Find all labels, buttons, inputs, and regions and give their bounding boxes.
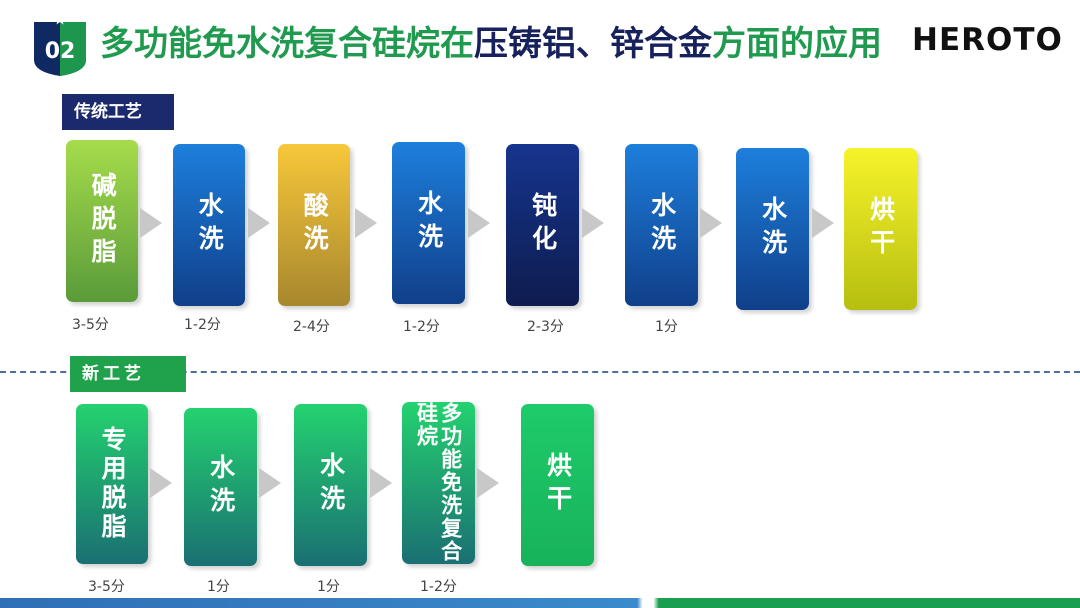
badge-number: 02 [45, 39, 76, 64]
footer-bar [0, 598, 1080, 608]
trad-step-drying: 烘干 [844, 148, 917, 310]
title-part-2: 压铸铝、锌合金 [474, 24, 712, 64]
chevron-right-arrow-icon [812, 208, 834, 238]
step-label: 水洗 [758, 196, 788, 262]
section-badge-icon: 02 [34, 16, 86, 76]
chevron-right-arrow-icon [248, 208, 270, 238]
chevron-right-arrow-icon [259, 468, 281, 498]
chevron-right-arrow-icon [700, 208, 722, 238]
trad-step-rinse-4: 水洗 [736, 148, 809, 310]
trad-step-passivation: 钝化 [506, 144, 579, 306]
step-label: 烘干 [543, 452, 573, 518]
chevron-right-arrow-icon [150, 468, 172, 498]
step-label: 水洗 [195, 192, 225, 258]
step-time: 1分 [655, 319, 678, 335]
chevron-right-arrow-icon [582, 208, 604, 238]
step-label: 水洗 [647, 192, 677, 258]
page-title: 多功能免水洗复合硅烷在压铸铝、锌合金方面的应用 [100, 22, 882, 66]
section-divider [0, 371, 1080, 373]
new-step-drying: 烘干 [521, 404, 594, 566]
step-time: 1分 [317, 579, 340, 595]
brand-logo: HEROTO [912, 22, 1063, 58]
chevron-right-arrow-icon [140, 208, 162, 238]
step-time: 1-2分 [420, 579, 457, 595]
step-label: 水洗 [206, 454, 236, 520]
step-time: 1分 [207, 579, 230, 595]
trad-step-alkaline-degrease: 碱脱脂 [66, 140, 138, 302]
step-label: 水洗 [316, 452, 346, 518]
step-label: 酸洗 [300, 192, 330, 258]
chevron-right-arrow-icon [370, 468, 392, 498]
step-label: 专用脱脂 [98, 426, 128, 542]
title-part-3: 方面的应用 [712, 24, 882, 64]
new-step-special-degrease: 专用脱脂 [76, 404, 148, 564]
step-label: 烘干 [866, 196, 896, 262]
step-time: 1-2分 [184, 317, 221, 333]
step-label: 钝化 [528, 192, 558, 258]
step-time: 2-4分 [293, 319, 330, 335]
title-part-1: 多功能免水洗复合硅烷在 [100, 24, 474, 64]
trad-step-pickling: 酸洗 [278, 144, 350, 306]
step-label: 碱脱脂 [88, 171, 118, 271]
chevron-right-arrow-icon [355, 208, 377, 238]
trad-step-rinse-1: 水洗 [173, 144, 245, 306]
step-time: 1-2分 [403, 319, 440, 335]
new-step-multifunction-silane: 多功能免洗复合硅烷 [402, 402, 475, 564]
chevron-right-arrow-icon [477, 468, 499, 498]
step-label: 多功能免洗复合硅烷 [414, 402, 463, 563]
chevron-right-arrow-icon [468, 208, 490, 238]
step-label: 水洗 [414, 190, 444, 256]
traditional-process-tag: 传统工艺 [62, 94, 174, 130]
trad-step-rinse-3: 水洗 [625, 144, 698, 306]
new-step-rinse-1: 水洗 [184, 408, 257, 566]
step-time: 3-5分 [88, 579, 125, 595]
new-process-tag: 新工艺 [70, 356, 186, 392]
step-time: 3-5分 [72, 317, 109, 333]
new-step-rinse-2: 水洗 [294, 404, 367, 566]
step-time: 2-3分 [527, 319, 564, 335]
trad-step-rinse-2: 水洗 [392, 142, 465, 304]
